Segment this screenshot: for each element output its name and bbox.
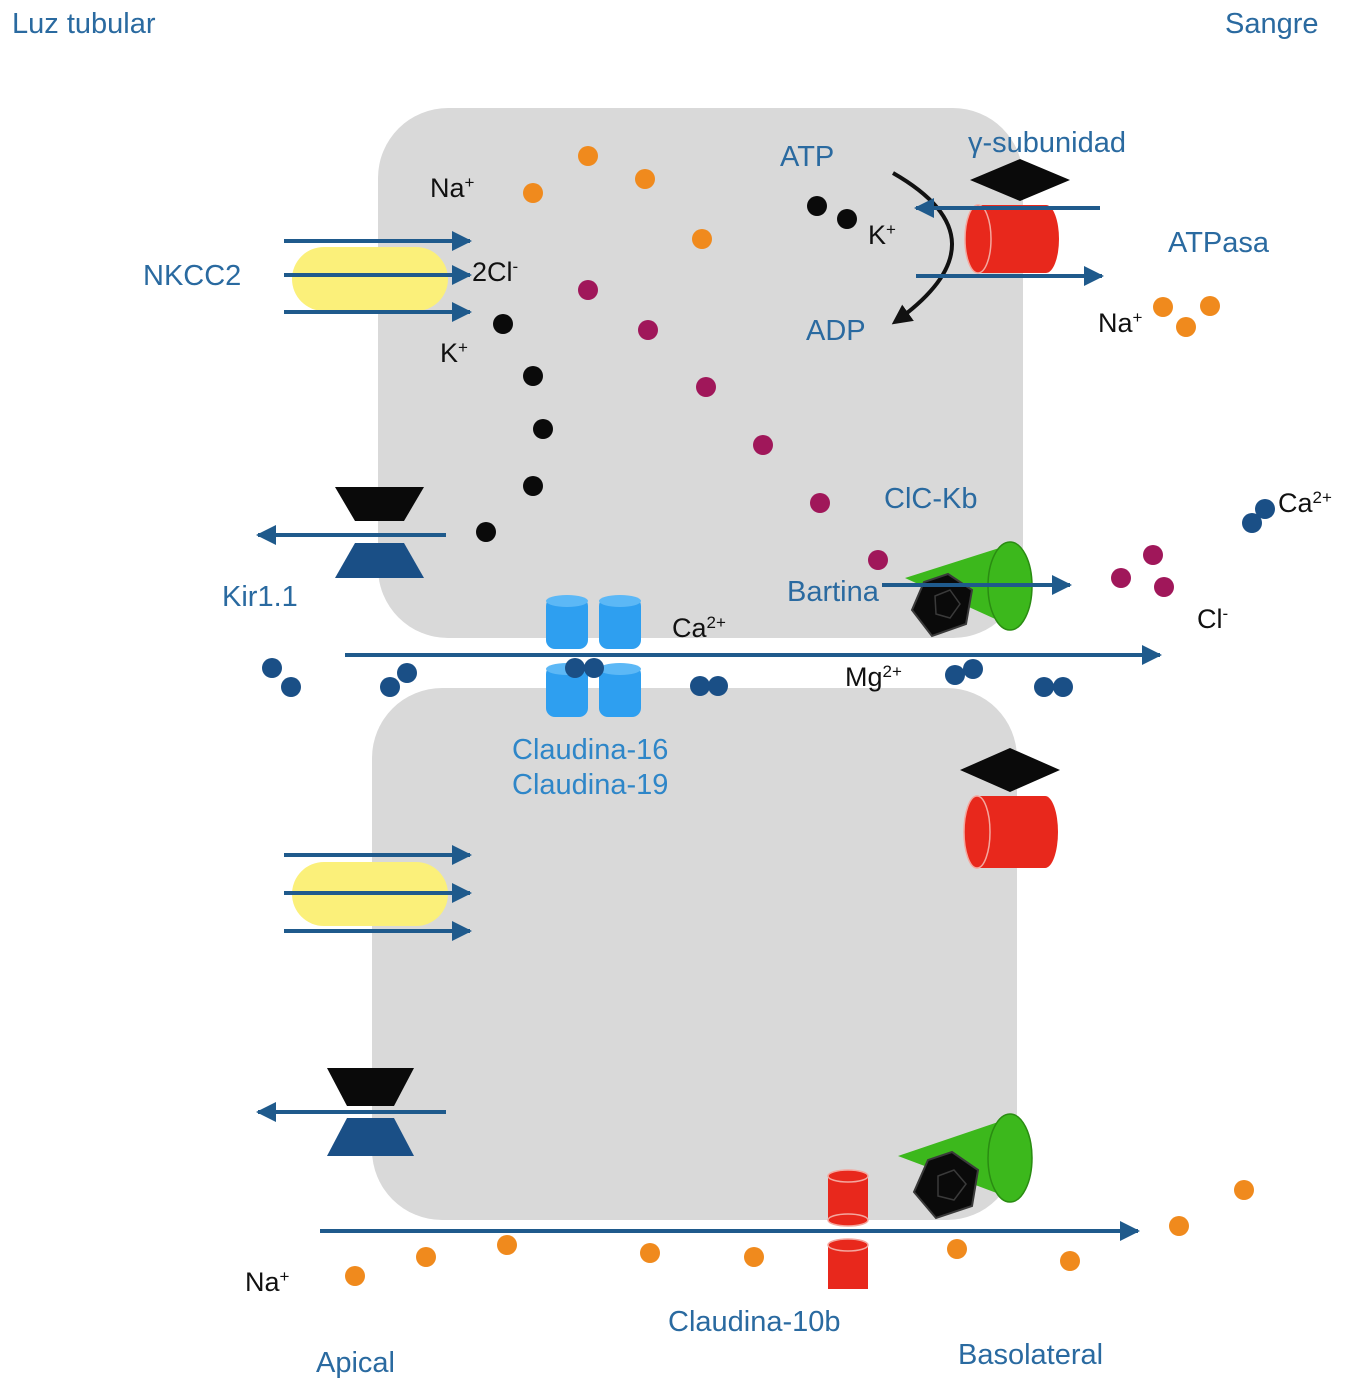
na-ion [1153,297,1173,317]
clc-kb-label: ClC-Kb [884,483,977,515]
k-ion [837,209,857,229]
nkcc2-cotransporter-lower [284,845,472,941]
claudin-16-label: Claudina-16 [512,734,668,766]
clc-kb-channel-upper [882,541,1072,638]
gamma-subunit-label: γ-subunidad [968,127,1126,159]
nkcc2-label: NKCC2 [143,260,241,292]
k-label-pump: K+ [868,220,896,250]
na-ion [523,183,543,203]
na-base: Na [245,1267,280,1297]
lower-cell [372,688,1017,1220]
k-ion [807,196,827,216]
cl2-label: 2Cl- [472,257,518,287]
na-ion [578,146,598,166]
mg-charge: 2+ [883,662,902,681]
cl-ion [638,320,658,340]
adp-label: ADP [806,315,866,347]
clc-kb-channel-lower [898,1113,1033,1220]
kir-channel-lower [256,1068,446,1156]
cl2-base: 2Cl [472,257,513,287]
na-label-upper: Na+ [430,173,475,203]
mg-label: Mg2+ [845,662,902,692]
k-charge: + [458,338,468,357]
cl-ion [868,550,888,570]
cl-ion [1154,577,1174,597]
na-label-blood: Na+ [1098,308,1143,338]
ca-charge: 2+ [707,613,726,632]
cl-base: Cl [1197,604,1223,634]
ca-charge: 2+ [1313,488,1332,507]
mg-base: Mg [845,662,883,692]
k-base: K [868,220,886,250]
ca-ion [1242,513,1262,533]
lumen-label: Luz tubular [12,8,156,40]
atpase-label: ATPasa [1168,227,1270,259]
k-ion [523,476,543,496]
na-base: Na [430,173,465,203]
ca-ion [1255,499,1275,519]
claudin-10b-channel [827,1169,869,1289]
cl-ion [1143,545,1163,565]
cl-ion [1111,568,1131,588]
ca-label-paracellular: Ca2+ [672,613,726,643]
na-charge: + [465,173,475,192]
kir-channel-upper [256,487,446,578]
upper-cell [378,108,1023,638]
na-base: Na [1098,308,1133,338]
k-ion [476,522,496,542]
cl-ion [696,377,716,397]
basolateral-label: Basolateral [958,1339,1103,1371]
cl-ion [578,280,598,300]
na-k-atpase-lower [960,748,1060,869]
ca-base: Ca [1278,488,1313,518]
k-ion [533,419,553,439]
k-ion [523,366,543,386]
paracellular-na-ions [345,1180,1254,1286]
k-ion [493,314,513,334]
na-ion [1200,296,1220,316]
blood-label: Sangre [1225,8,1319,40]
na-ion [1176,317,1196,337]
ca-label-blood: Ca2+ [1278,488,1332,518]
claudin-19-label: Claudina-19 [512,769,668,801]
k-label-nkcc2: K+ [440,338,468,368]
ca-base: Ca [672,613,707,643]
atp-label: ATP [780,141,834,173]
nkcc2-cotransporter-upper [284,231,472,322]
na-label-apical: Na+ [245,1267,290,1297]
cl-ion [753,435,773,455]
claudin-16-19-complex [546,595,641,717]
na-charge: + [1133,308,1143,327]
kir-label: Kir1.1 [222,581,298,613]
na-k-atpase-upper [914,159,1104,286]
k-charge: + [886,220,896,239]
na-charge: + [280,1267,290,1286]
apical-label: Apical [316,1347,395,1379]
divalent-ions [262,658,1073,697]
atp-hydrolysis-arrow [891,171,954,325]
k-base: K [440,338,458,368]
cl2-charge: - [513,257,519,276]
na-ion [635,169,655,189]
cl-label-blood: Cl- [1197,604,1228,634]
bartina-label: Bartina [787,576,880,608]
cl-charge: - [1223,604,1229,623]
na-ion [692,229,712,249]
claudin-10b-label: Claudina-10b [668,1306,841,1338]
cl-ion [810,493,830,513]
